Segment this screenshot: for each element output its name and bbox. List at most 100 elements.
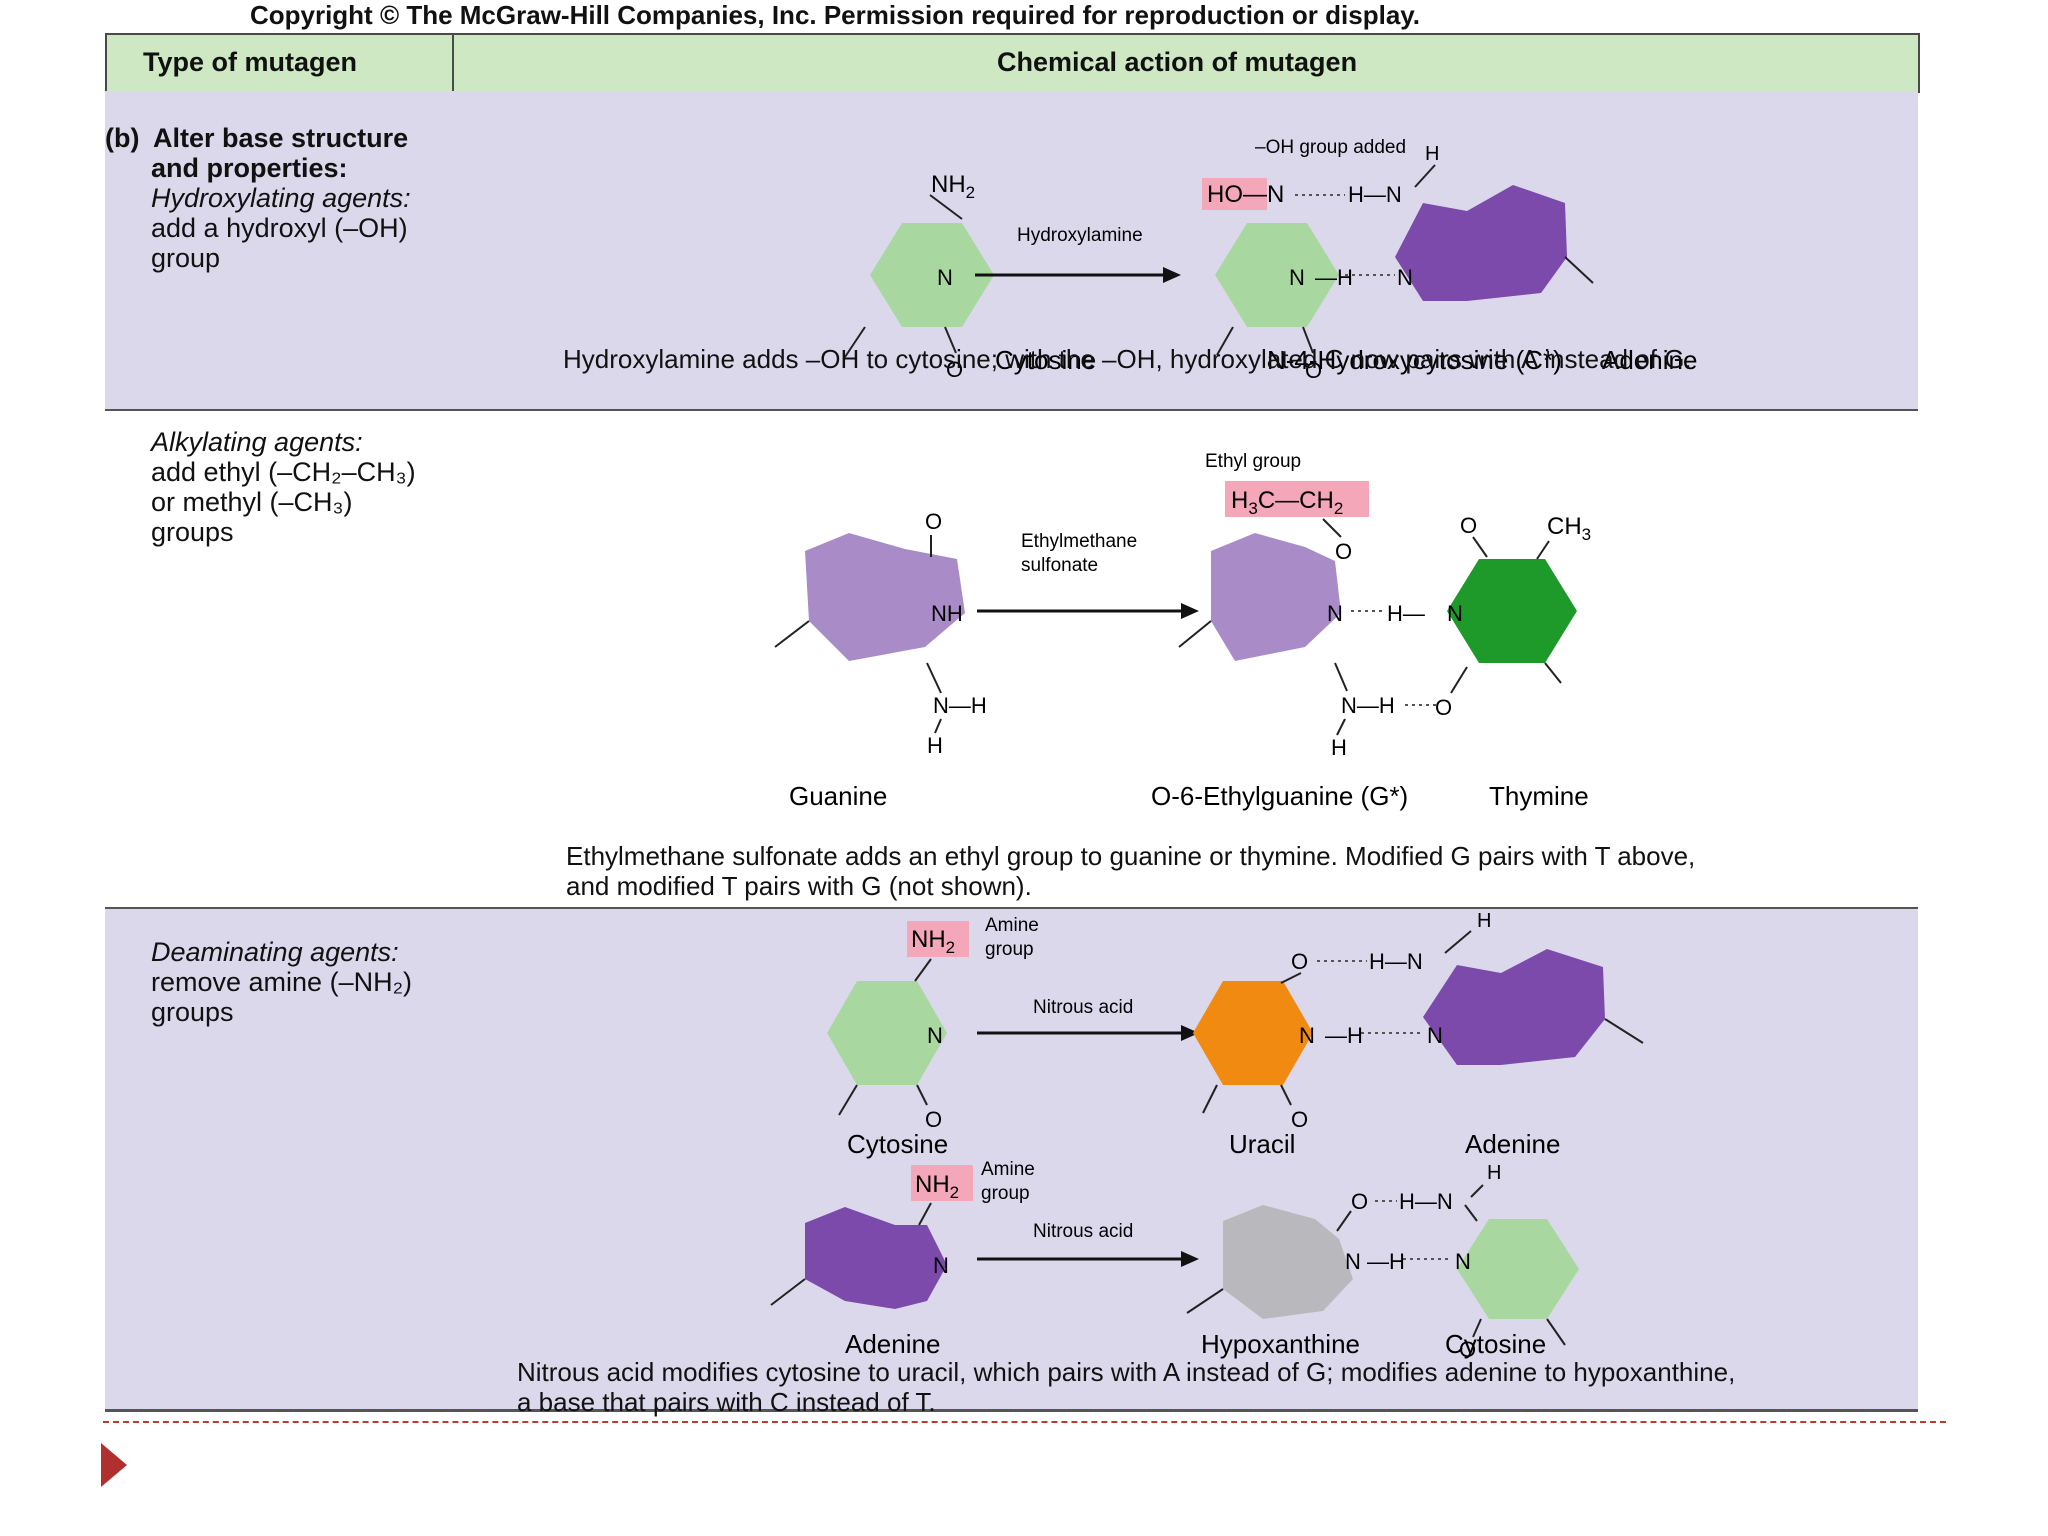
n-label: N	[1427, 1023, 1443, 1048]
arrowhead-icon	[1163, 267, 1181, 283]
bond	[1450, 666, 1468, 694]
hydroxylating-desc2: group	[151, 243, 221, 273]
bond	[1280, 972, 1302, 984]
n-label: N	[1327, 601, 1343, 626]
bond	[1564, 256, 1594, 284]
guanine-ring	[805, 533, 965, 661]
bond	[1216, 326, 1234, 356]
o-label: O	[925, 509, 942, 534]
table-header: Type of mutagen Chemical action of mutag…	[105, 33, 1920, 93]
hydroxycytosine-ring	[1215, 223, 1339, 327]
section-b-title2: and properties:	[151, 153, 348, 183]
base-label-cytosine: Cytosine	[847, 1129, 948, 1159]
bond	[838, 1084, 858, 1116]
alkylation-caption-line1: Ethylmethane sulfonate adds an ethyl gro…	[566, 841, 1696, 871]
amine-label: Amine	[985, 915, 1039, 936]
hypoxanthine-ring	[1223, 1205, 1353, 1319]
bond	[916, 1084, 928, 1106]
h-label: —H	[1325, 1023, 1363, 1048]
bond	[774, 620, 810, 648]
n-label: N	[1289, 265, 1305, 290]
base-label-cytosine: Cytosine	[1445, 1329, 1546, 1359]
h-label: H	[927, 733, 943, 758]
alkylating-agent-label: Alkylating agents:	[151, 427, 363, 457]
header-chemical-action: Chemical action of mutagen	[997, 47, 1358, 77]
n-label: N	[1397, 265, 1413, 290]
bond	[926, 662, 942, 694]
h-label: —H	[1315, 265, 1353, 290]
n-label: N	[1455, 1249, 1471, 1274]
ethylguanine-ring	[1211, 533, 1341, 661]
h-label: H—	[1387, 601, 1425, 626]
h-n-label: H—N	[1348, 182, 1402, 207]
bond	[1544, 662, 1562, 684]
adenine-ring	[1423, 949, 1605, 1065]
nitrous-acid-label: Nitrous acid	[1033, 1221, 1133, 1242]
mutagen-table: Type of mutagen Chemical action of mutag…	[105, 33, 1920, 1417]
n-label: N	[1447, 601, 1463, 626]
arrowhead-icon	[1181, 1025, 1199, 1041]
cytosine-ring	[827, 981, 947, 1085]
alkylation-caption-line2: and modified T pairs with G (not shown).	[566, 871, 1032, 901]
bond	[1334, 662, 1348, 692]
hydroxylamine-label: Hydroxylamine	[1017, 225, 1143, 246]
h-label: H	[1331, 735, 1347, 760]
hydroxylation-diagram: NH2 N O Hydroxylamine HO—N –OH group add…	[844, 137, 1697, 383]
group-label: group	[981, 1183, 1030, 1204]
hydroxylating-desc1: add a hydroxyl (–OH)	[151, 213, 408, 243]
n-label: N	[933, 1253, 949, 1278]
deamination-caption-line2: a base that pairs with C instead of T.	[517, 1387, 936, 1417]
bond	[1472, 536, 1488, 558]
h-label: —H	[1367, 1249, 1405, 1274]
bond	[1604, 1018, 1644, 1044]
ch3-label: CH3	[1547, 513, 1591, 544]
nh2-label: NH2	[931, 171, 975, 202]
base-label-thymine: Thymine	[1489, 781, 1589, 811]
section-hydroxylating: (b) Alter base structure and properties:…	[105, 91, 1918, 411]
deaminating-description: Deaminating agents: remove amine (–NH₂) …	[151, 937, 412, 1027]
amine-label: Amine	[981, 1159, 1035, 1180]
bond	[1336, 1210, 1352, 1232]
bond	[1322, 518, 1342, 538]
o-label: O	[1305, 358, 1322, 383]
section-deaminating: Deaminating agents: remove amine (–NH₂) …	[105, 909, 1918, 1417]
reagent-label-2: sulfonate	[1021, 555, 1098, 576]
deamination-diagram: NH2 Amine group N O Nitrous acid O H—N H…	[770, 910, 1644, 1362]
slide-bullet-triangle-icon	[101, 1443, 127, 1487]
o-label: O	[1435, 695, 1452, 720]
reagent-label-1: Ethylmethane	[1021, 531, 1137, 552]
alkylating-desc2: or methyl (–CH₃)	[151, 487, 353, 517]
deaminating-desc1: remove amine (–NH₂)	[151, 967, 413, 997]
base-label-hypoxanthine: Hypoxanthine	[1201, 1329, 1360, 1359]
h-label: H	[1425, 143, 1439, 165]
h-label: H	[1477, 910, 1491, 932]
base-label-ethylguanine: O-6-Ethylguanine (G*)	[1151, 781, 1408, 811]
h-label: H	[1487, 1162, 1501, 1184]
bond	[914, 958, 932, 982]
o-label: O	[925, 1107, 942, 1132]
o-label: O	[1459, 1337, 1476, 1362]
oh-group-label: –OH group added	[1255, 137, 1406, 158]
n-h-label: N—H	[933, 693, 987, 718]
cytosine-bond	[929, 194, 963, 220]
o-label: O	[1335, 539, 1352, 564]
alkylating-desc1: add ethyl (–CH₂–CH₃)	[151, 457, 416, 487]
bond	[1470, 1184, 1484, 1198]
base-label-uracil: Uracil	[1229, 1129, 1295, 1159]
bond	[1464, 1204, 1478, 1222]
n-label: N	[937, 265, 953, 290]
bond	[1178, 620, 1212, 648]
bond	[1336, 718, 1346, 736]
uracil-ring	[1193, 981, 1313, 1085]
bond	[1414, 164, 1436, 188]
n-h-label: N—H	[1341, 693, 1395, 718]
arrowhead-icon	[1181, 603, 1199, 619]
h-n-label: H—N	[1369, 949, 1423, 974]
bond	[1202, 1084, 1218, 1114]
o-label: O	[946, 357, 963, 382]
hydroxylation-caption: Hydroxylamine adds –OH to cytosine; with…	[563, 344, 1692, 374]
deaminating-desc2: groups	[151, 997, 234, 1027]
o-label: O	[1291, 949, 1308, 974]
deamination-caption-line1: Nitrous acid modifies cytosine to uracil…	[517, 1357, 1736, 1387]
base-label-guanine: Guanine	[789, 781, 887, 811]
